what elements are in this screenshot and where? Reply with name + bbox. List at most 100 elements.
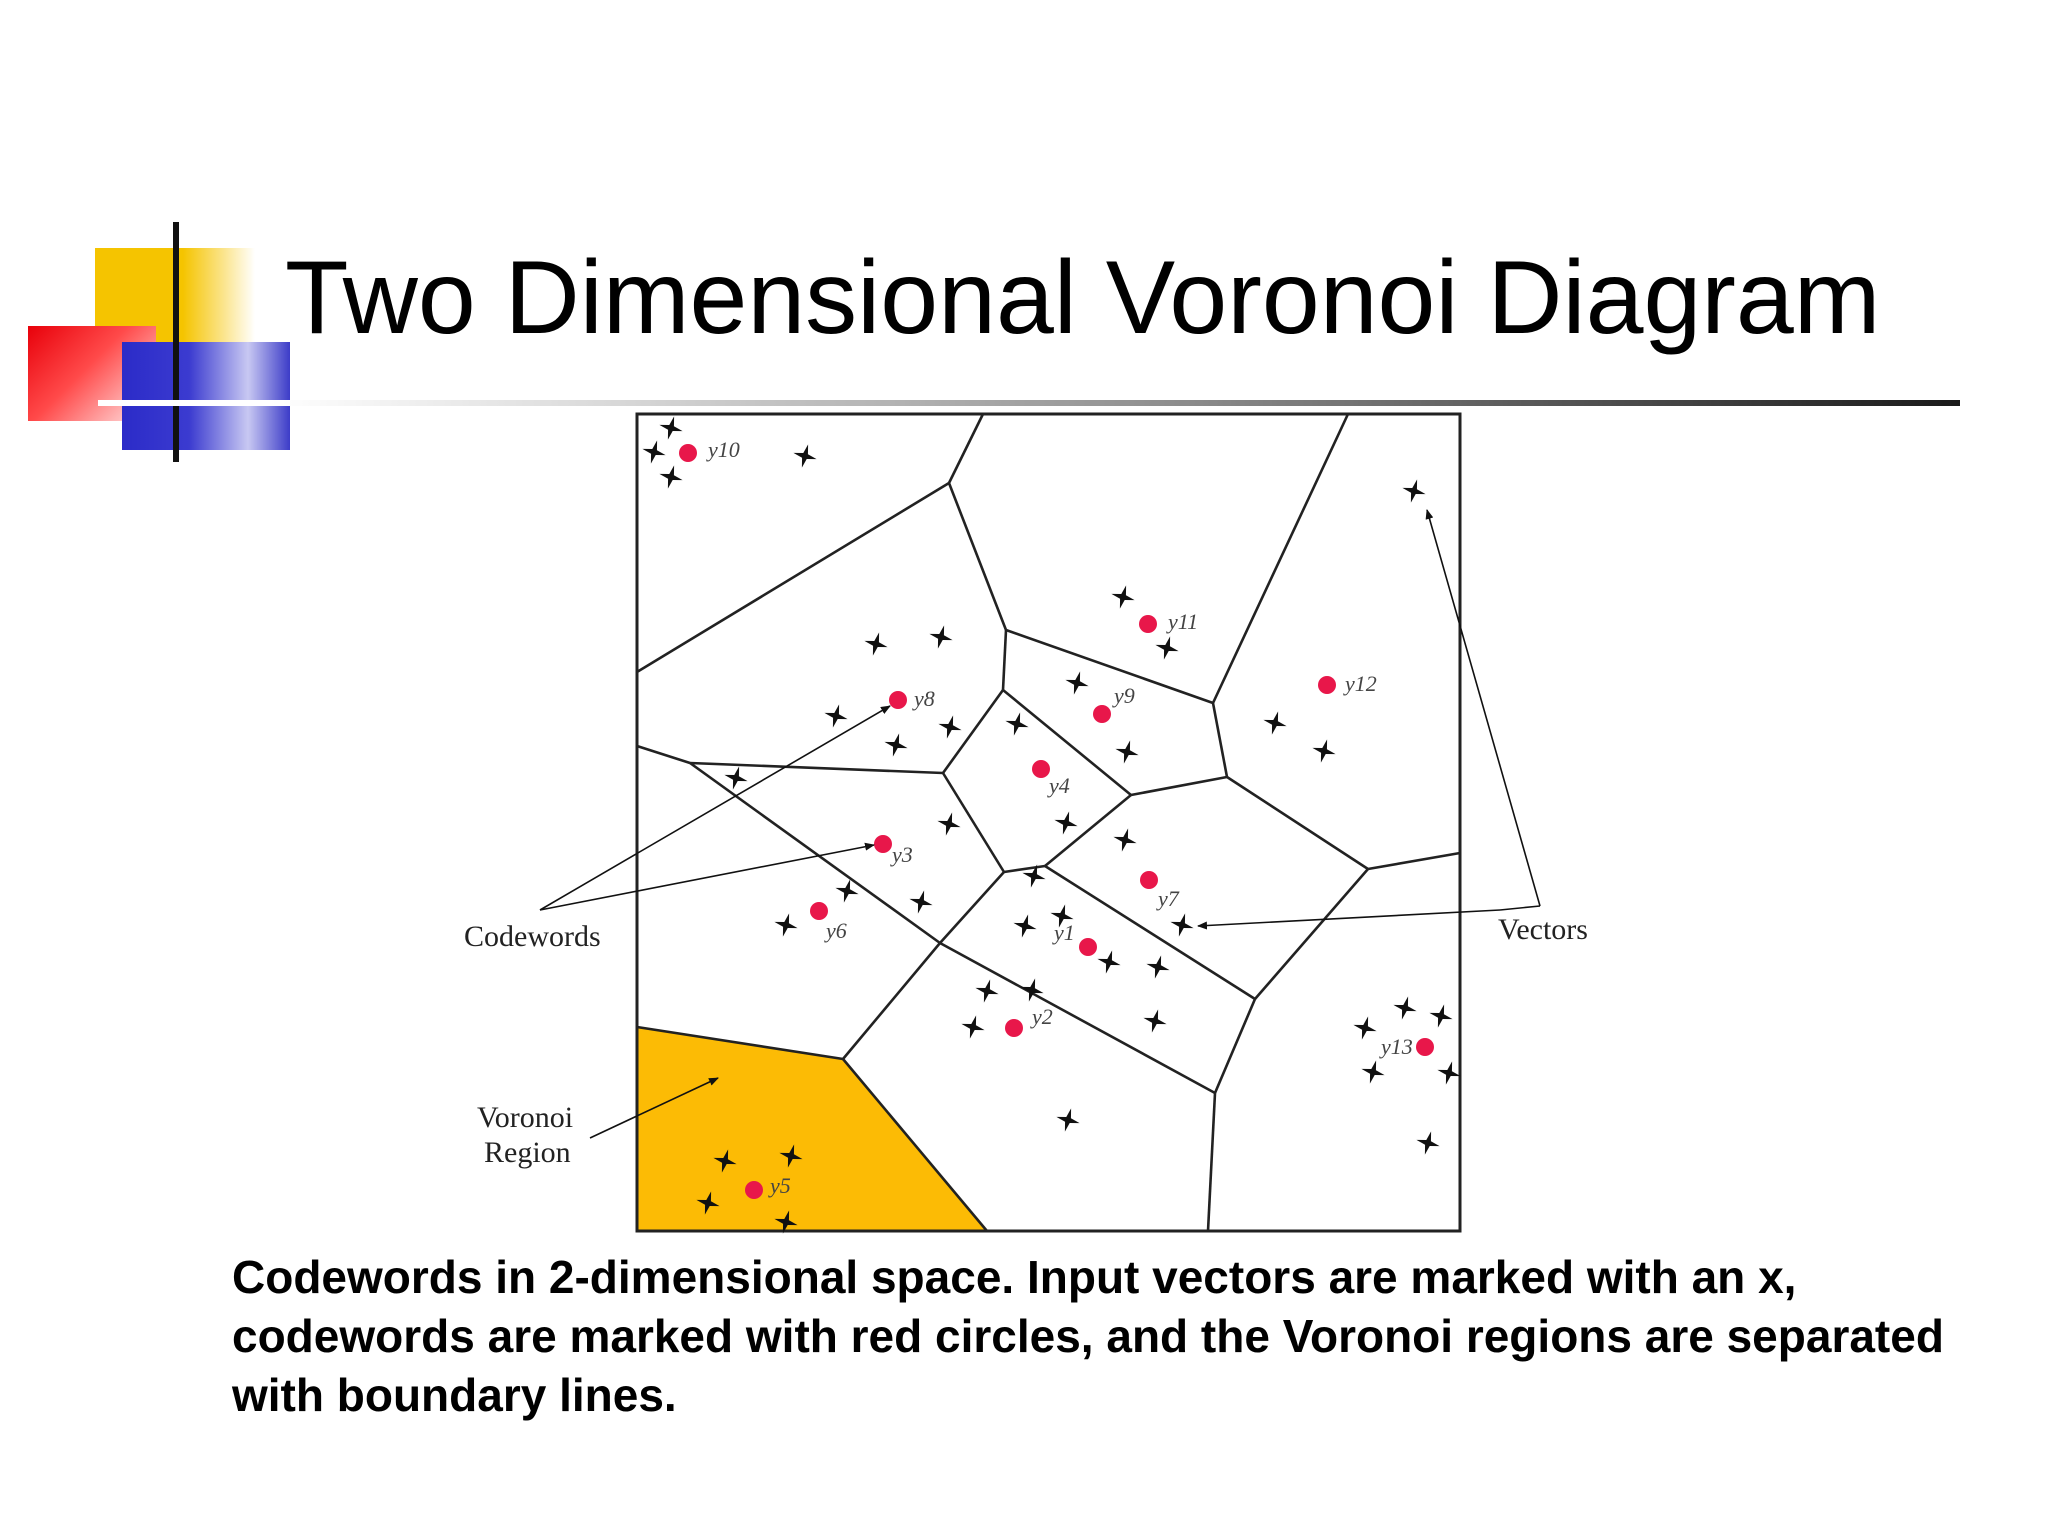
boundary-line [1003,864,1046,874]
vector-x-mark [724,766,748,790]
vector-x-mark [696,1191,720,1215]
vectors-arrow-horizontal [1499,905,1541,911]
boundary-line [636,744,691,765]
vector-x-mark [824,704,848,728]
codeword-y4 [1032,760,1050,778]
logo-vertical-line [173,222,179,462]
vector-x-mark [713,1149,737,1173]
boundary-line [1130,775,1228,797]
codeword-y8 [889,691,907,709]
boundary-line [1254,868,1369,1000]
vector-x-mark [1170,913,1194,937]
vectors-arrow-to-top [1425,509,1541,907]
vector-x-mark [1005,712,1029,736]
vector-x-mark [1054,811,1078,835]
annotation-arrows [539,509,1541,1139]
boundary-line [947,482,1008,631]
vector-x-mark [659,416,683,440]
boundary-line [1206,1092,1217,1232]
vectors-label: Vectors [1498,913,1588,946]
codewords-label: Codewords [464,920,601,953]
boundary-line [941,689,1005,774]
vector-x-mark [938,715,962,739]
codewords [679,444,1434,1199]
codeword-label-y3: y3 [890,842,913,867]
vector-x-mark [1361,1060,1385,1084]
codeword-label-y13: y13 [1379,1034,1413,1059]
vector-x-mark [1113,828,1137,852]
vector-x-mark [864,632,888,656]
boundary-line [842,1058,988,1232]
boundary-line [636,481,950,674]
vector-x-mark [642,440,666,464]
codeword-y7 [1140,871,1158,889]
vector-x-mark [1429,1004,1453,1028]
vector-x-mark [1097,950,1121,974]
vector-x-mark [1402,479,1426,503]
vector-x-mark [1353,1016,1377,1040]
slide-caption: Codewords in 2-dimensional space. Input … [232,1251,1944,1421]
vector-x-mark [774,1210,798,1234]
vector-x-mark [975,979,999,1003]
codeword-label-y12: y12 [1343,671,1377,696]
vector-x-mark [1146,955,1170,979]
vector-x-mark [1155,636,1179,660]
diagram-frame [635,412,1462,1233]
codeword-labels: y10 y11 y8 y9 y12 y4 y3 y6 y7 y1 y2 y13 … [706,437,1413,1198]
codeword-y5 [745,1181,763,1199]
vector-x-mark [1416,1131,1440,1155]
slide-title: Two Dimensional Voronoi Diagram [285,240,1881,356]
voronoi-region-label-line2: Region [484,1136,571,1169]
boundary-line [1044,793,1132,868]
logo-horizontal-line [98,400,278,406]
boundary-line [1213,998,1257,1094]
boundary-line [842,942,941,1060]
boundary-line [636,1025,844,1061]
codeword-y6 [810,902,828,920]
vector-x-mark [1143,1009,1167,1033]
logo-blue-square [122,342,290,450]
vector-x-mark [1022,864,1046,888]
vector-x-mark [1437,1061,1461,1085]
vector-x-mark [909,890,933,914]
codeword-y11 [1139,615,1157,633]
codeword-y10 [679,444,697,462]
vector-x-mark [1111,585,1135,609]
codeword-label-y7: y7 [1156,886,1180,911]
codeword-y1 [1079,938,1097,956]
boundary-line [941,772,1006,873]
voronoi-region-arrow [589,1077,719,1139]
codeword-label-y8: y8 [912,686,935,711]
vectors-arrow-to-y7 [1197,909,1501,930]
boundary-line [939,941,1216,1095]
codewords-arrow-to-y3 [539,842,875,911]
vector-x-mark [779,1144,803,1168]
codeword-label-y4: y4 [1047,773,1070,798]
vector-x-mark [835,879,859,903]
voronoi-region-highlighted [637,1027,987,1231]
codeword-label-y6: y6 [824,918,847,943]
codewords-arrow-to-y8 [539,705,891,911]
vector-x-mark [884,733,908,757]
codeword-label-y10: y10 [706,437,740,462]
boundary-line [689,761,944,775]
vector-x-mark [1312,739,1336,763]
vector-x-mark [1050,904,1074,928]
codeword-label-y2: y2 [1030,1004,1053,1029]
boundary-line [689,761,941,945]
boundary-line [939,871,1005,944]
voronoi-boundaries [636,413,1461,1232]
vector-x-mark [1020,978,1044,1002]
vector-x-mark [1115,740,1139,764]
codeword-y3 [874,835,892,853]
codeword-label-y11: y11 [1166,609,1198,634]
codeword-y13 [1416,1038,1434,1056]
codeword-label-y5: y5 [768,1173,791,1198]
vector-x-mark [929,625,953,649]
codeword-label-y9: y9 [1112,683,1135,708]
vector-x-mark [1065,671,1089,695]
boundary-line [1211,702,1229,778]
vector-x-mark [1056,1108,1080,1132]
